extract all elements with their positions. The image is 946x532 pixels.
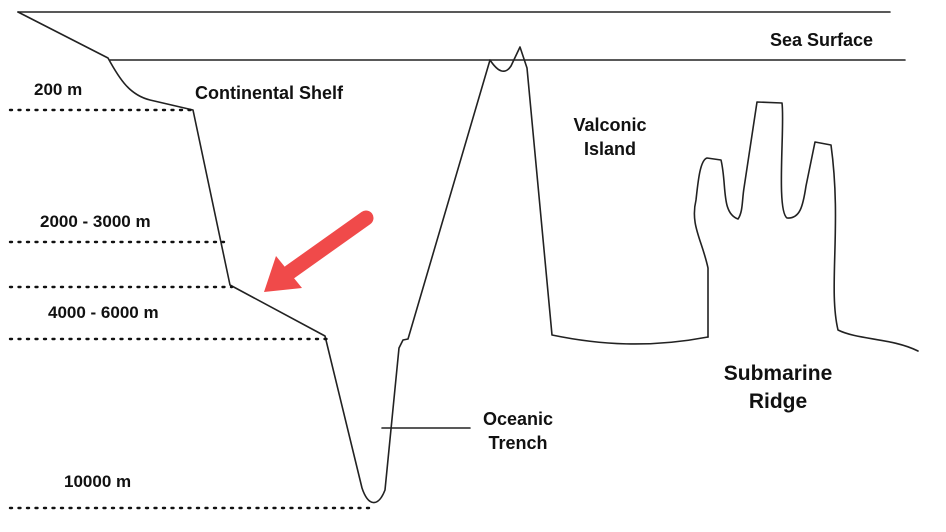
sea-surface-label: Sea Surface: [770, 30, 873, 50]
oceanic-trench-label-line2: Trench: [488, 433, 547, 453]
submarine-ridge-profile: [693, 101, 919, 352]
volcanic-island-label-line2: Island: [584, 139, 636, 159]
depth-label-2000: 2000 - 3000 m: [40, 212, 151, 231]
continental-trench-island-profile: [17, 11, 709, 504]
depth-label-200: 200 m: [34, 80, 82, 99]
submarine-ridge-label-line2: Ridge: [749, 390, 807, 413]
submarine-ridge-label-line1: Submarine: [724, 362, 833, 385]
volcanic-island-label-line1: Valconic: [573, 115, 646, 135]
continental-shelf-label: Continental Shelf: [195, 83, 344, 103]
oceanic-trench-label-line1: Oceanic: [483, 409, 553, 429]
red-arrow-icon: [264, 210, 374, 292]
depth-label-10000: 10000 m: [64, 472, 131, 491]
depth-label-4000: 4000 - 6000 m: [48, 303, 159, 322]
